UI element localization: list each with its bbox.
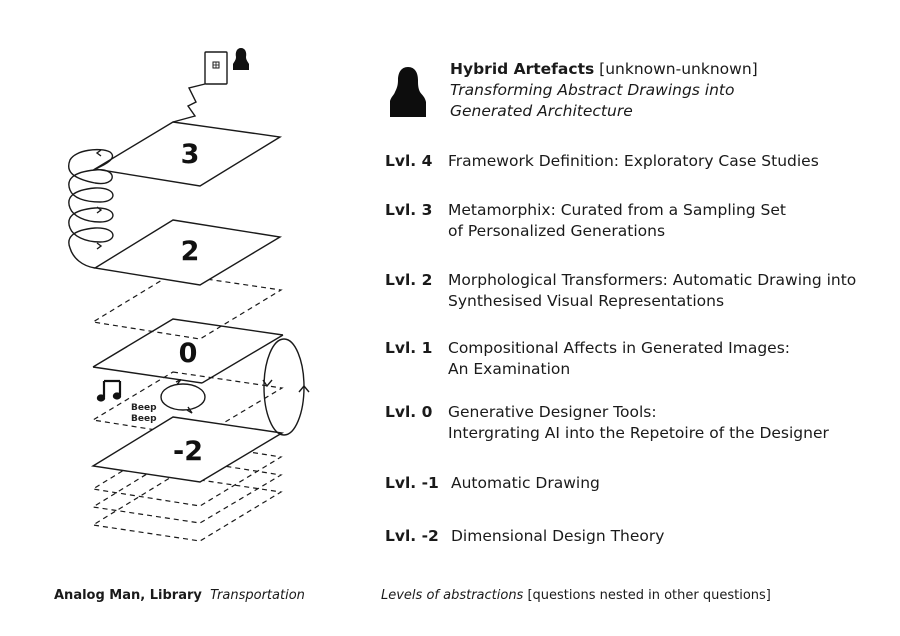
level-description: Compositional Affects in Generated Image… [448, 338, 790, 380]
person-silhouette-icon [390, 67, 426, 117]
level-label: Lvl. 2 [385, 271, 433, 289]
header-title-line: Hybrid Artefacts [unknown-unknown] [450, 59, 880, 80]
plane-level-minus-2: -2 [90, 416, 285, 483]
level-label: Lvl. 0 [385, 403, 433, 421]
door-icon [204, 51, 228, 85]
dashed-plane-lower-2 [91, 457, 283, 524]
caption-right: Levels of abstractions [questions nested… [381, 588, 771, 603]
caption-left-subtitle: Transportation [210, 588, 305, 603]
level-description-line: Morphological Transformers: Automatic Dr… [448, 271, 857, 289]
header: Hybrid Artefacts [unknown-unknown] Trans… [450, 59, 880, 122]
small-loop [160, 378, 206, 414]
caption-right-note: [questions nested in other questions] [523, 588, 771, 603]
plane-label-3: 3 [181, 139, 200, 170]
level-description: Dimensional Design Theory [451, 526, 664, 547]
level-description-line: of Personalized Generations [448, 222, 666, 240]
person-icon [233, 48, 249, 70]
level-label: Lvl. -2 [385, 527, 439, 545]
plane-label-0: 0 [179, 338, 198, 369]
dashed-plane-level-minus-1 [91, 371, 284, 438]
level-description-line: Generative Designer Tools: [448, 403, 657, 421]
header-subtitle-2: Generated Architecture [450, 102, 633, 120]
caption-right-title: Levels of abstractions [381, 588, 524, 603]
level-description-line: Compositional Affects in Generated Image… [448, 339, 791, 357]
plane-label-minus-2: -2 [173, 436, 203, 467]
level-description-line: Intergrating AI into the Repetoire of th… [448, 424, 829, 442]
music-note-icon [96, 379, 122, 402]
abstraction-levels-diagram: Beep Beep -2 0 2 3 [68, 48, 310, 542]
level-description-line: Automatic Drawing [451, 474, 600, 492]
header-subtitle-1: Transforming Abstract Drawings into [450, 81, 735, 99]
plane-label-2: 2 [181, 236, 200, 267]
level-description-line: Framework Definition: Exploratory Case S… [448, 152, 819, 170]
plane-level-0: 0 [92, 318, 284, 384]
level-description: Automatic Drawing [451, 473, 600, 494]
plane-level-2: 2 [93, 219, 283, 286]
beep-label-1: Beep [131, 403, 157, 413]
zigzag-connector [172, 83, 206, 123]
header-title: Hybrid Artefacts [450, 60, 595, 78]
level-description: Morphological Transformers: Automatic Dr… [448, 270, 856, 312]
caption-left-title: Analog Man, Library [54, 588, 202, 603]
spiral-loop [68, 148, 114, 269]
cylinder-loop [262, 338, 310, 436]
level-description-line: An Examination [448, 360, 571, 378]
beep-label-2: Beep [131, 414, 157, 424]
level-description: Generative Designer Tools: Intergrating … [448, 402, 829, 444]
plane-level-3: 3 [93, 121, 283, 187]
level-description-line: Metamorphix: Curated from a Sampling Set [448, 201, 786, 219]
level-description: Framework Definition: Exploratory Case S… [448, 151, 819, 172]
level-description: Metamorphix: Curated from a Sampling Set… [448, 200, 786, 242]
level-label: Lvl. -1 [385, 474, 439, 492]
level-label: Lvl. 4 [385, 152, 433, 170]
level-label: Lvl. 3 [385, 201, 433, 219]
level-description-line: Synthesised Visual Representations [448, 292, 725, 310]
level-label: Lvl. 1 [385, 339, 433, 357]
caption-left: Analog Man, Library Transportation [54, 588, 305, 603]
dashed-plane-lower-3 [91, 475, 283, 542]
header-title-suffix: [unknown-unknown] [594, 60, 758, 78]
dashed-plane-level-1 [91, 273, 283, 340]
level-description-line: Dimensional Design Theory [451, 527, 665, 545]
